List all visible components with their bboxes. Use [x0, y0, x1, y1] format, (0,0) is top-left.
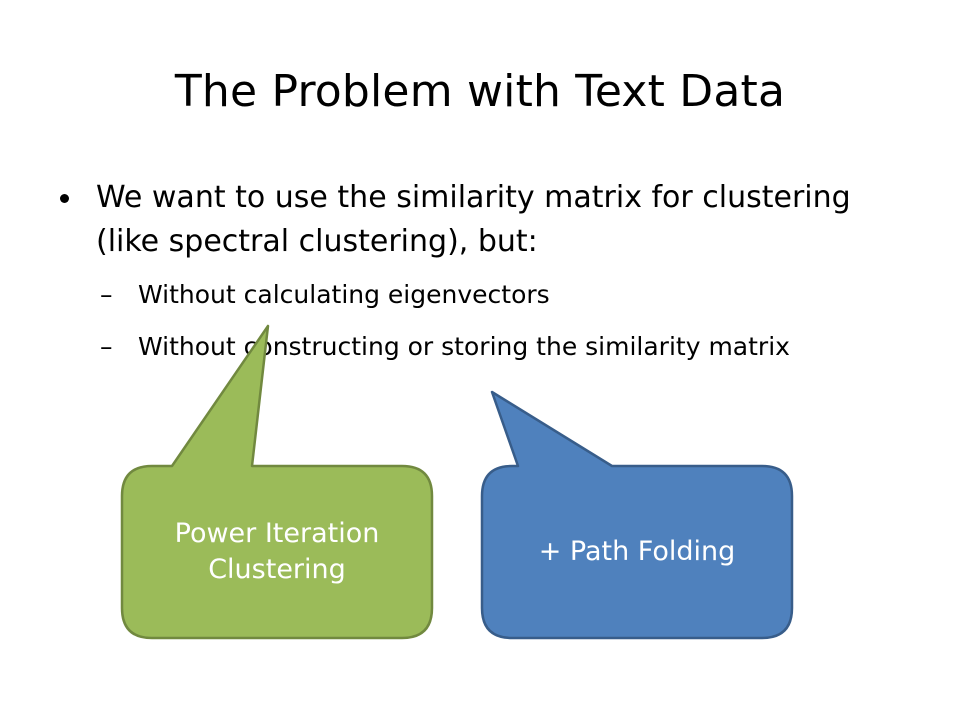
dash-icon: –	[100, 280, 113, 309]
blue-callout-bubble	[480, 390, 794, 640]
sub-bullet-item: – Without constructing or storing the si…	[58, 328, 878, 366]
bullet-list: We want to use the similarity matrix for…	[58, 176, 878, 366]
bullet-item: We want to use the similarity matrix for…	[58, 176, 878, 264]
slide-title: The Problem with Text Data	[174, 66, 786, 117]
blue-callout-label: + Path Folding	[482, 466, 792, 638]
sub-bullet-text: Without calculating eigenvectors	[138, 280, 550, 309]
sub-bullet-text: Without constructing or storing the simi…	[138, 332, 790, 361]
bullet-dot-icon	[60, 194, 69, 203]
green-callout-bubble	[120, 324, 434, 640]
green-callout-line2: Clustering	[208, 554, 346, 585]
green-callout-label: Power Iteration Clustering	[122, 466, 432, 638]
bullet-text: We want to use the similarity matrix for…	[96, 180, 851, 259]
sub-bullet-item: – Without calculating eigenvectors	[58, 276, 878, 314]
blue-callout-text: + Path Folding	[538, 536, 736, 567]
green-callout-line1: Power Iteration	[174, 518, 380, 549]
dash-icon: –	[100, 332, 113, 361]
